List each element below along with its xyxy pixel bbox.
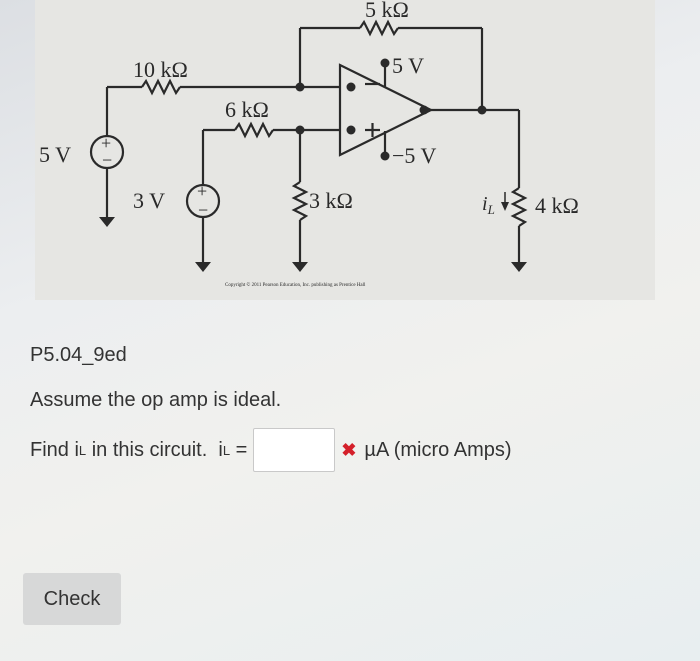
- r-input-1-label: 10 kΩ: [133, 57, 188, 82]
- current-label: iL: [482, 193, 495, 217]
- unit-label: µA (micro Amps): [364, 438, 512, 461]
- copyright-text: Copyright © 2011 Pearson Education, Inc.…: [225, 282, 366, 288]
- r-ground-label: 3 kΩ: [309, 188, 353, 213]
- circuit-diagram: 5 kΩ 10 kΩ 6 kΩ 3 kΩ 4 kΩ 5 V 3 V 5 V −5…: [39, 0, 579, 288]
- source-1-label: 5 V: [39, 142, 71, 167]
- circuit-figure: 5 kΩ 10 kΩ 6 kΩ 3 kΩ 4 kΩ 5 V 3 V 5 V −5…: [35, 0, 655, 300]
- assumption-text: Assume the op amp is ideal.: [30, 389, 282, 411]
- incorrect-x-icon: ✖: [341, 439, 357, 460]
- answer-input[interactable]: [253, 428, 336, 472]
- find-subscript-2: L: [222, 442, 231, 458]
- source-1-minus-sign: −: [102, 150, 112, 170]
- source-2-minus-sign: −: [198, 200, 208, 220]
- supply-neg-label: −5 V: [392, 143, 437, 168]
- r-input-2-label: 6 kΩ: [225, 97, 269, 122]
- source-1-plus-sign: +: [101, 133, 111, 153]
- find-middle: in this circuit. i: [86, 438, 223, 461]
- source-2-label: 3 V: [133, 188, 165, 213]
- find-prefix: Find i: [30, 438, 79, 461]
- r-load-label: 4 kΩ: [535, 193, 579, 218]
- supply-pos-label: 5 V: [392, 53, 424, 78]
- find-subscript: L: [78, 442, 87, 458]
- find-equals: =: [230, 438, 248, 461]
- source-2-plus-sign: +: [197, 181, 207, 201]
- r-feedback-label: 5 kΩ: [365, 0, 409, 22]
- check-button[interactable]: Check: [23, 573, 121, 625]
- problem-id: P5.04_9ed: [30, 344, 127, 366]
